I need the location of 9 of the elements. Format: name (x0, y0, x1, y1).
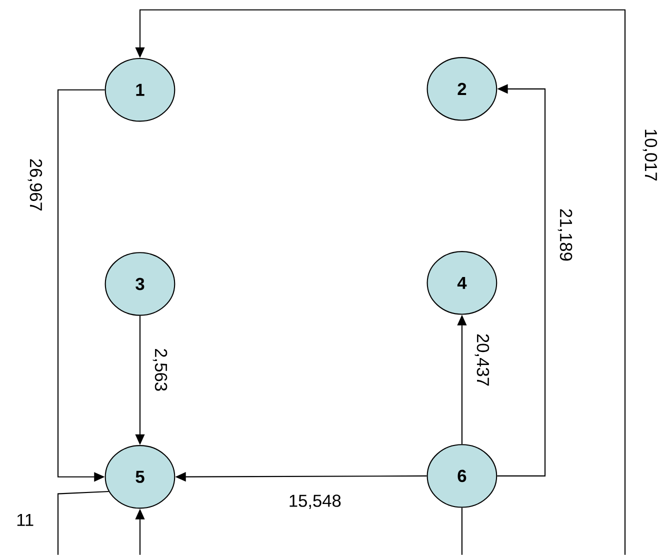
arrow (497, 84, 546, 477)
edge-label: 15,548 (287, 493, 343, 510)
edge-label: 2,563 (152, 346, 168, 393)
edge-label: 20,437 (473, 332, 490, 388)
edge-label: 10,017 (641, 127, 658, 183)
edge-label: 26,967 (26, 157, 44, 213)
arrow (135, 9, 626, 555)
edge-label: 11 (14, 512, 36, 528)
edge-label: 21,189 (556, 207, 574, 263)
